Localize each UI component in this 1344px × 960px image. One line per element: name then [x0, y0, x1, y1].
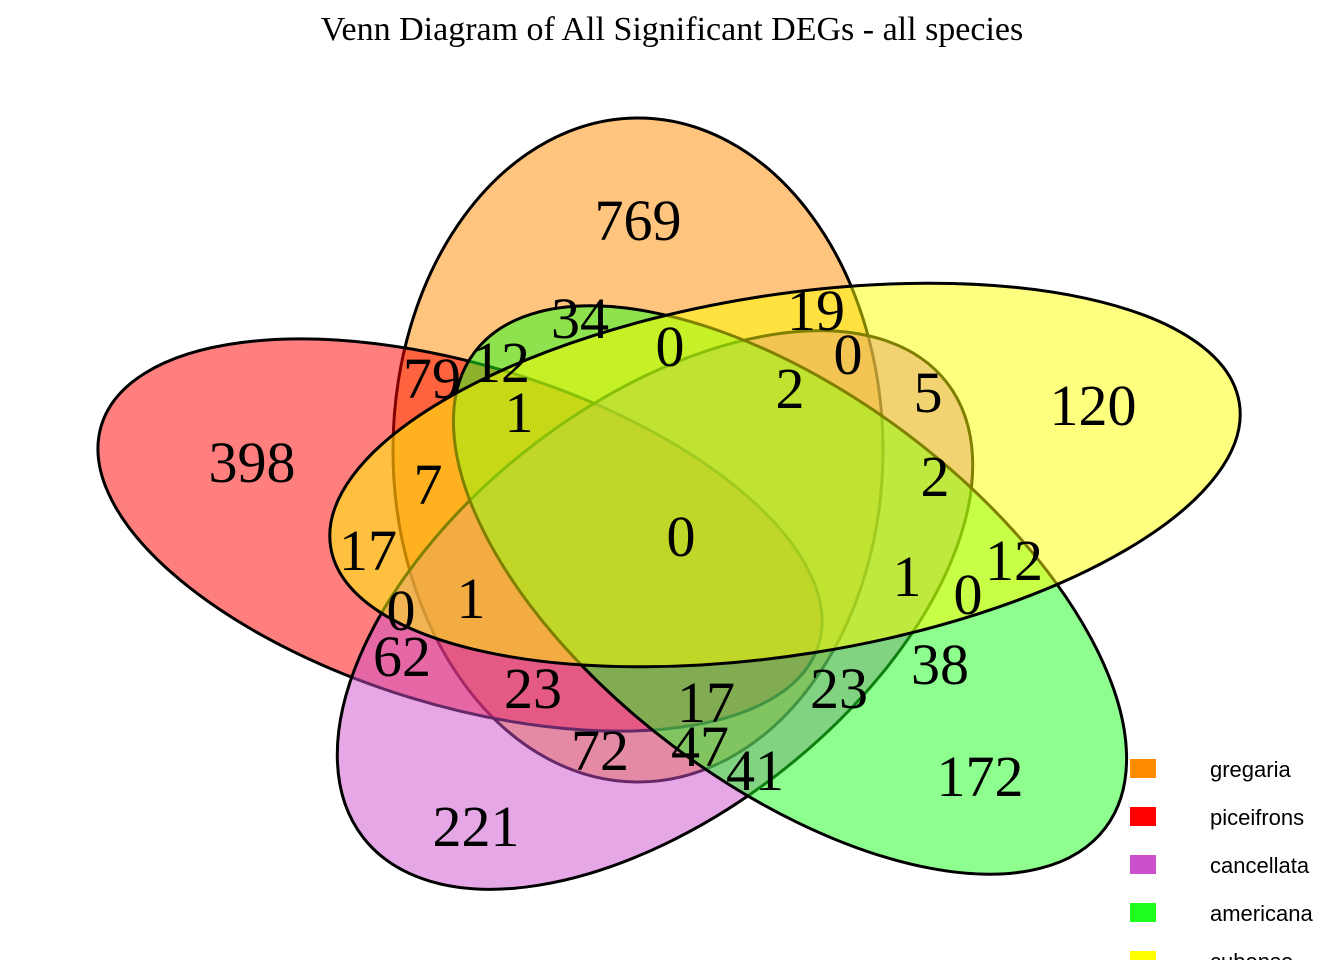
legend-label-piceifrons: piceifrons	[1210, 805, 1304, 830]
count-center: 0	[667, 504, 696, 569]
legend-item-piceifrons: piceifrons	[1130, 805, 1304, 830]
count-cancellata-only: 221	[433, 794, 520, 859]
count-region: 38	[911, 632, 969, 697]
legend: gregaria piceifrons cancellata americana…	[1130, 757, 1313, 960]
count-region: 72	[571, 718, 629, 783]
count-region: 12	[985, 528, 1043, 593]
count-region: 1	[893, 544, 922, 609]
ellipse-cubense	[328, 281, 1242, 669]
count-region: 0	[656, 314, 685, 379]
count-region: 1	[457, 566, 486, 631]
count-region: 79	[403, 346, 461, 411]
legend-swatch-americana	[1130, 903, 1156, 922]
count-cubense-only: 120	[1050, 373, 1137, 438]
count-region: 0	[834, 322, 863, 387]
count-region: 23	[504, 656, 562, 721]
count-region: 34	[551, 286, 609, 351]
legend-swatch-gregaria	[1130, 759, 1156, 778]
legend-swatch-cubense	[1130, 951, 1156, 960]
count-region: 47	[671, 714, 729, 779]
count-americana-only: 172	[937, 744, 1024, 809]
legend-item-americana: americana	[1130, 901, 1313, 926]
legend-item-cancellata: cancellata	[1130, 853, 1310, 878]
legend-label-americana: americana	[1210, 901, 1313, 926]
count-region: 17	[339, 518, 397, 583]
count-region: 1	[505, 380, 534, 445]
legend-label-cubense: cubense	[1210, 949, 1293, 960]
legend-label-gregaria: gregaria	[1210, 757, 1291, 782]
count-region: 2	[776, 356, 805, 421]
set-ellipses	[96, 116, 1242, 891]
count-region: 62	[373, 624, 431, 689]
legend-item-cubense: cubense	[1130, 949, 1293, 960]
count-piceifrons-only: 398	[209, 430, 296, 495]
count-region: 7	[414, 452, 443, 517]
count-region: 2	[921, 444, 950, 509]
count-region: 41	[726, 738, 784, 803]
count-region: 17	[677, 670, 735, 735]
count-region: 0	[387, 578, 416, 643]
count-region: 19	[787, 278, 845, 343]
diagram-title: Venn Diagram of All Significant DEGs - a…	[321, 11, 1024, 48]
region-counts: 769 398 120 172 221 0 34 19 0 0 79 12 2 …	[209, 188, 1137, 859]
legend-swatch-cancellata	[1130, 855, 1156, 874]
count-region: 5	[914, 360, 943, 425]
count-region: 12	[472, 330, 530, 395]
count-gregaria-only: 769	[595, 188, 682, 253]
legend-item-gregaria: gregaria	[1130, 757, 1291, 782]
legend-label-cancellata: cancellata	[1210, 853, 1310, 878]
count-region: 23	[810, 656, 868, 721]
count-region: 0	[954, 562, 983, 627]
legend-swatch-piceifrons	[1130, 807, 1156, 826]
